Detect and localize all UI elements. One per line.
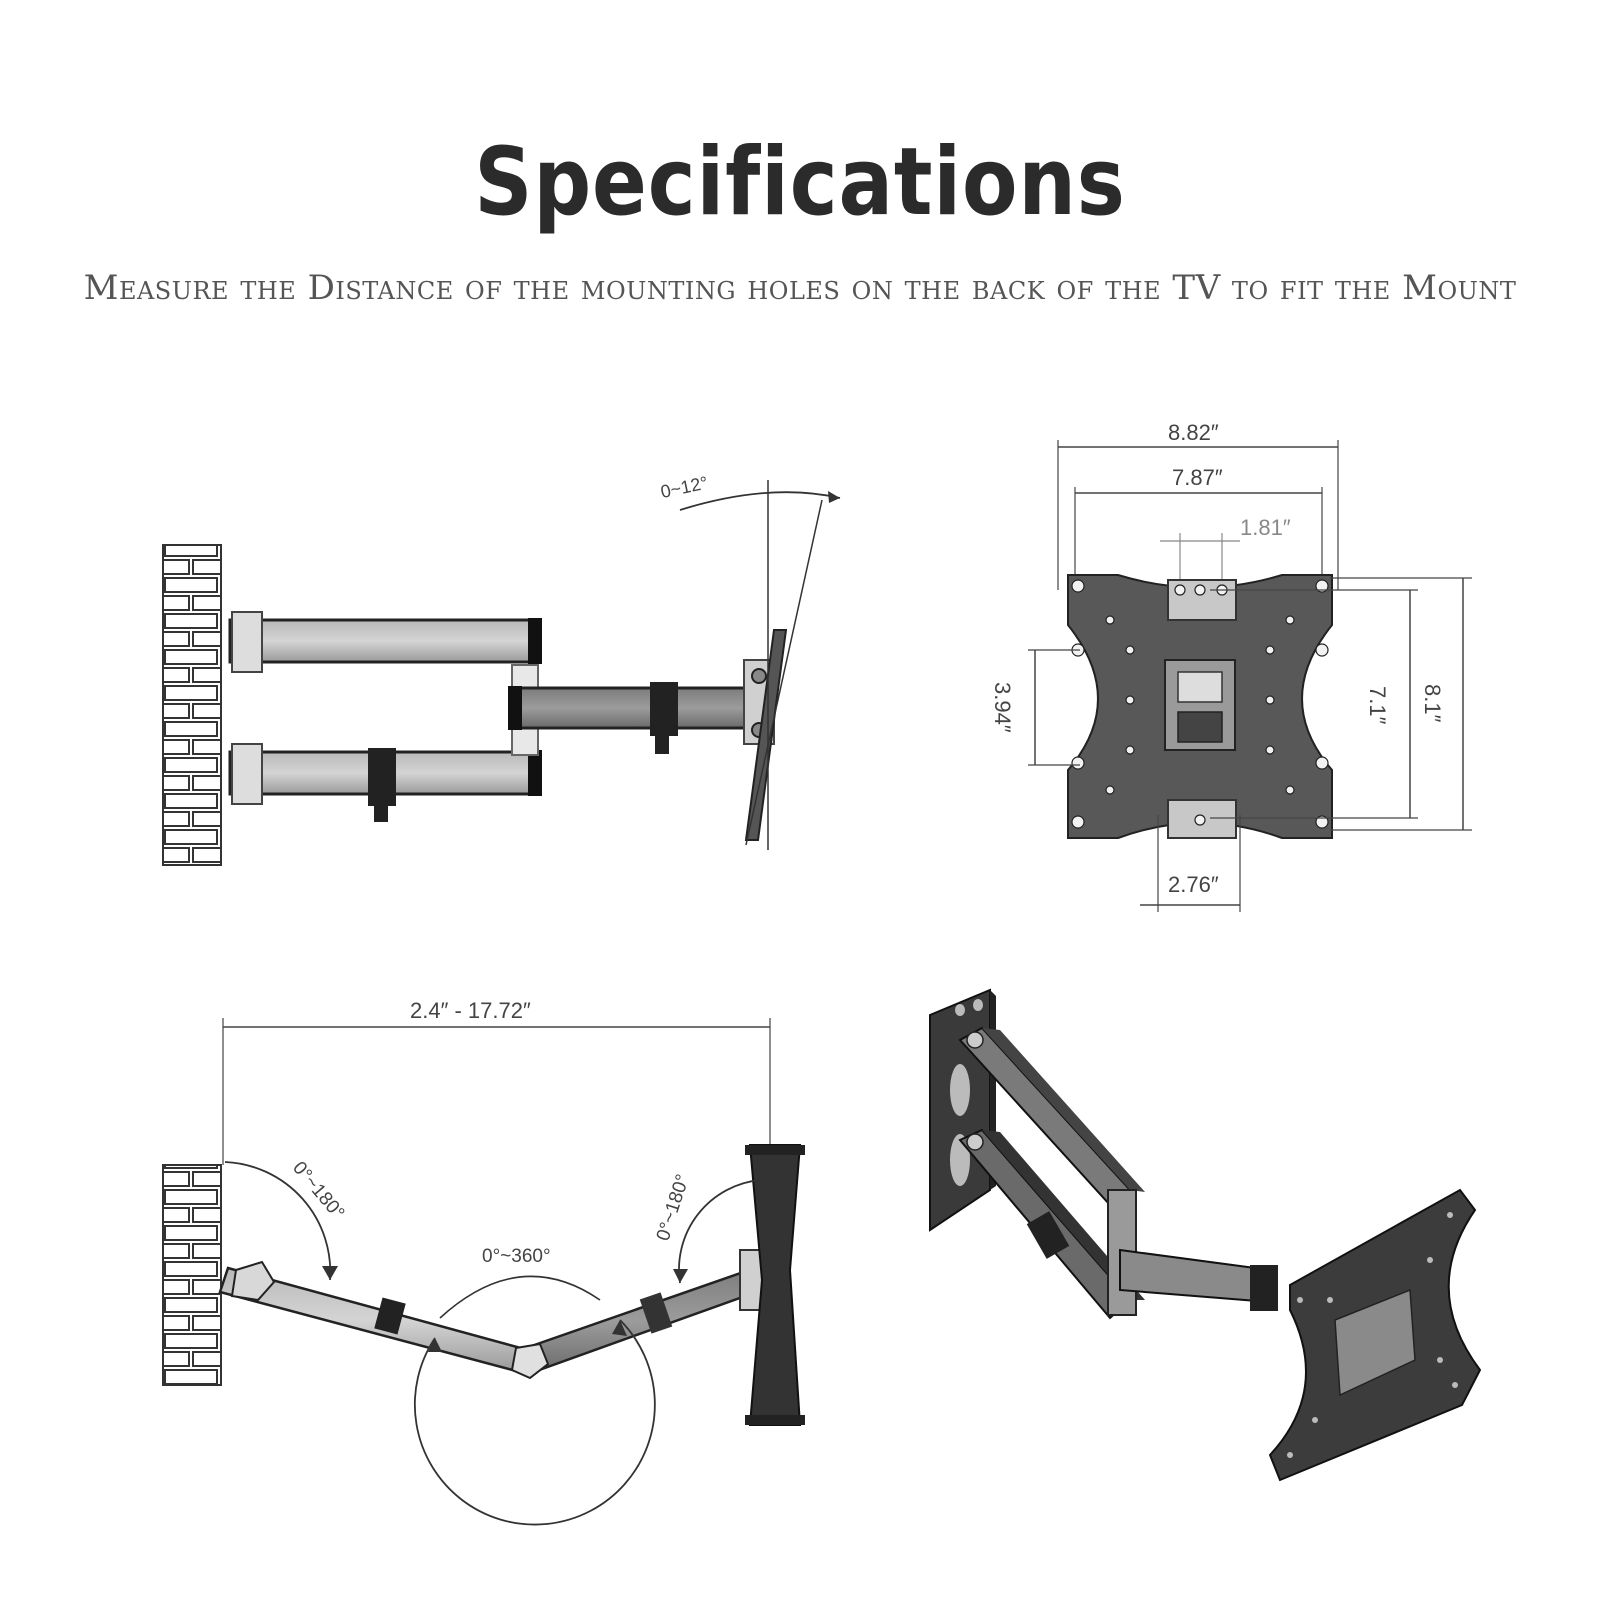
dim-width-outer: 8.82″: [1168, 420, 1219, 445]
perspective-view: [929, 988, 1482, 1482]
dim-height-inner: 7.1″: [1365, 686, 1390, 725]
extension-arm: [508, 686, 762, 730]
tilted-plate: [744, 629, 788, 841]
page-title: Specifications: [474, 128, 1126, 237]
middle-angle-arc: [413, 1319, 656, 1526]
tilt-label: 0~12°: [659, 473, 710, 502]
page-subtitle: Measure the Distance of the mounting hol…: [83, 268, 1517, 308]
side-view: 0~12°: [162, 473, 841, 866]
wall-brick: [162, 544, 222, 866]
top-view: 2.4″ - 17.72″ 0°~180° 0°~360° 0°~180°: [162, 998, 805, 1526]
wall-angle-arc: [224, 1161, 332, 1281]
extension-arm-3d: [1119, 1248, 1271, 1304]
plate-holes: [1071, 579, 1329, 829]
wall-brick-top: [162, 1164, 222, 1386]
dim-extension: 2.4″ - 17.72″: [410, 998, 531, 1023]
dim-width-small: 1.81″: [1240, 515, 1291, 540]
middle-angle-label: 0°~360°: [482, 1246, 551, 1267]
tv-angle-arc: [678, 1179, 761, 1284]
wall-angle-label: 0°~180°: [288, 1158, 348, 1224]
tilt-arc: [679, 491, 841, 511]
dim-height-left: 3.94″: [990, 682, 1015, 733]
dim-width-inner: 7.87″: [1172, 465, 1223, 490]
dim-height-outer: 8.1″: [1420, 684, 1445, 723]
plate-view: 8.82″ 7.87″ 1.81″: [990, 420, 1472, 912]
upper-arm: [228, 618, 542, 664]
second-arm: [518, 1266, 764, 1376]
dim-bottom-width: 2.76″: [1168, 872, 1219, 897]
